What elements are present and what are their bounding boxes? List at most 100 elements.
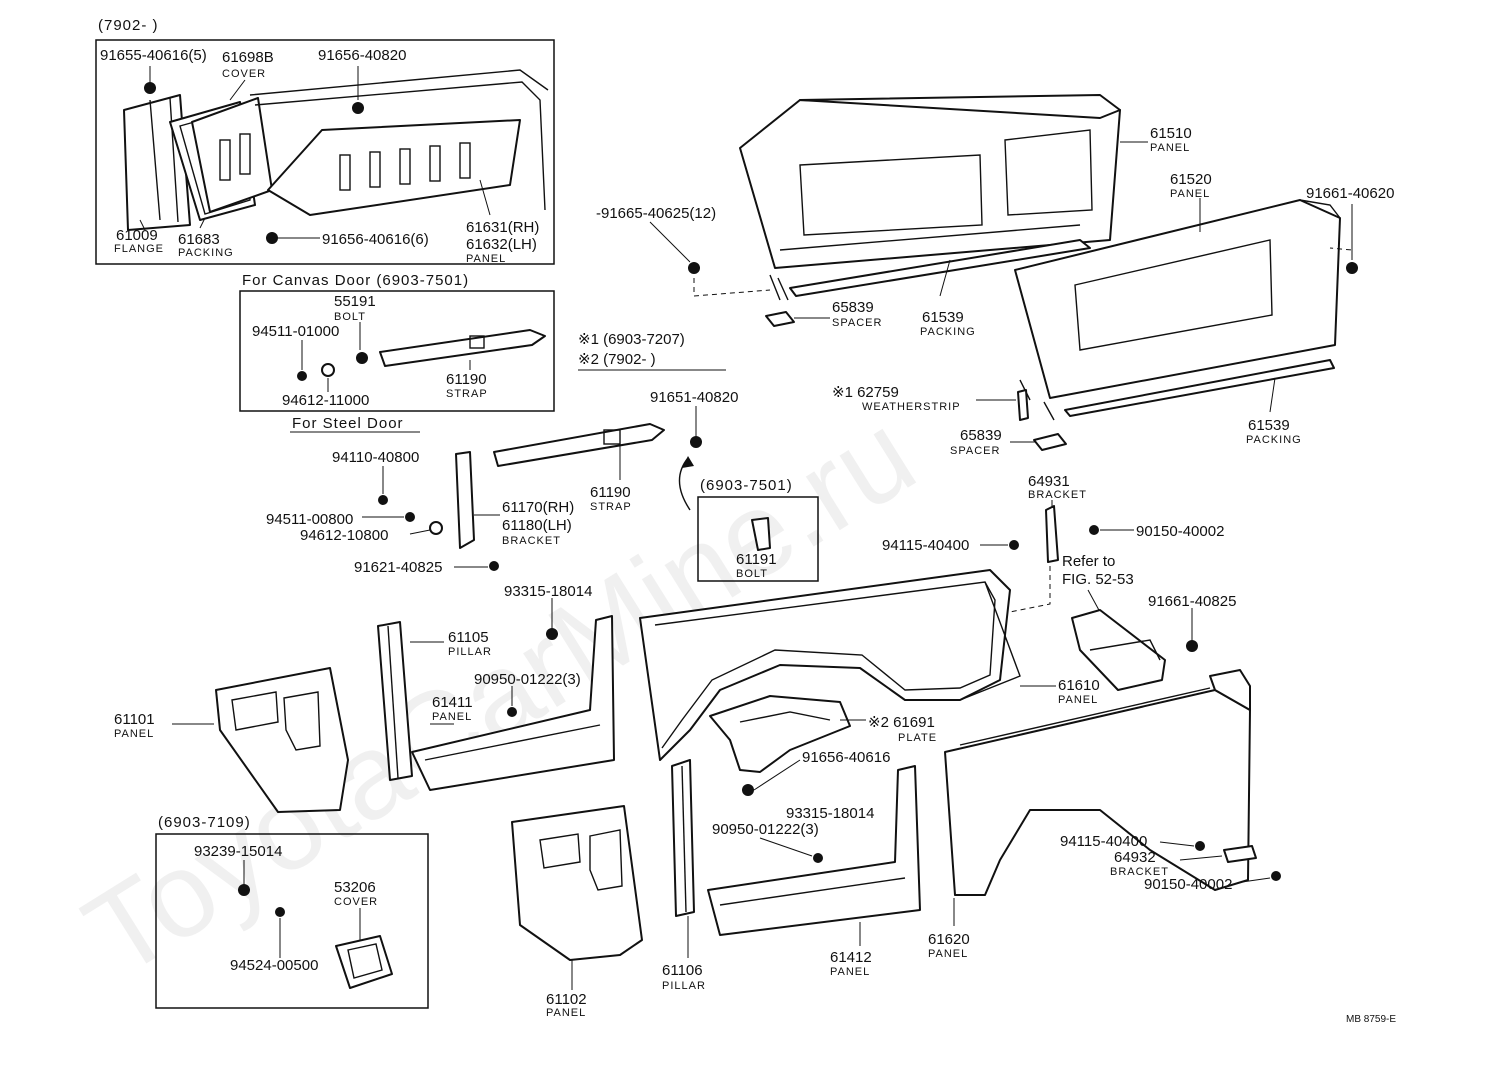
part-name-label: PANEL (114, 728, 154, 740)
period-label-top-left: (7902- ) (98, 17, 159, 34)
dashed-leader (1009, 566, 1051, 613)
part-number-label: 61683 (178, 231, 220, 248)
leader (1159, 841, 1195, 847)
part-name-label: SPACER (832, 317, 882, 329)
washer-94612-icon (321, 363, 335, 377)
part-name-label: COVER (222, 68, 266, 80)
bolt-55191-icon (356, 352, 368, 364)
pillar-61105-drawing (377, 621, 413, 781)
arrow-head (682, 456, 694, 468)
part-name-label: PACKING (1246, 434, 1302, 446)
part-number-label: 61180(LH) (502, 517, 572, 534)
part-name-label: PLATE (898, 732, 937, 744)
steel-door-header: For Steel Door (292, 415, 404, 432)
part-number-label: 90150-40002 (1136, 523, 1224, 540)
leader (649, 221, 691, 263)
part-name-label: BRACKET (1110, 866, 1169, 878)
bracket-61170-drawing (455, 451, 475, 549)
packing-61539-top-drawing (789, 239, 1091, 297)
part-name-label: PILLAR (448, 646, 492, 658)
leader (1269, 377, 1276, 413)
bolt-90150-a-icon (1089, 525, 1099, 535)
bolt-period-label: (6903-7501) (700, 477, 793, 494)
part-name-label: PANEL (830, 966, 870, 978)
part-number-label: 61632(LH) (466, 236, 537, 253)
bracket-64932-drawing (1223, 845, 1257, 863)
part-name-label: PANEL (1150, 142, 1190, 154)
leader (229, 79, 246, 101)
clip-90950-a-icon (507, 707, 517, 717)
nut-94115-a-icon (1009, 540, 1019, 550)
part-number-label: 61170(RH) (502, 499, 574, 516)
note-2: ※2 (7902- ) (578, 351, 656, 368)
bolt-91656-40820-icon (352, 102, 364, 114)
pillar-61106-drawing (671, 759, 695, 917)
canvas-door-box (239, 290, 555, 412)
part-number-label: 65839 (960, 427, 1002, 444)
part-number-label: 61190 (590, 484, 631, 501)
panel-61520-drawing (1014, 199, 1341, 421)
strap-61190-canvas-drawing (379, 329, 546, 367)
part-name-label: WEATHERSTRIP (862, 401, 961, 413)
panel-61412-drawing (707, 765, 921, 936)
bolt-90150-b-icon (1271, 871, 1281, 881)
leader (199, 217, 206, 229)
part-number-label: 61510 (1150, 125, 1192, 142)
nut-94115-b-icon (1195, 841, 1205, 851)
leader (479, 179, 491, 216)
cover-period-label: (6903-7109) (158, 814, 251, 831)
leader (1087, 589, 1101, 613)
bolt-91655-icon (144, 82, 156, 94)
bolt-93239-icon (238, 884, 250, 896)
part-number-label: 61520 (1170, 171, 1212, 188)
part-name-label: BOLT (334, 311, 366, 323)
part-number-label: 61101 (114, 711, 155, 728)
cover-53206-box (155, 833, 429, 1009)
part-number-label: 61631(RH) (466, 219, 539, 236)
part-number-label: 94612-10800 (300, 527, 388, 544)
spacer-65839-a-drawing (765, 311, 795, 327)
part-name-label: BOLT (736, 568, 768, 580)
cover-53206-drawing (335, 935, 393, 989)
leader (139, 219, 146, 231)
top-left-group-box (95, 39, 555, 265)
part-name-label: PANEL (928, 948, 968, 960)
part-number-label: 61412 (830, 949, 872, 966)
refer-figure-text: FIG. 52-53 (1062, 571, 1134, 588)
part-number-label: 93315-18014 (786, 805, 874, 822)
part-number-label: 61539 (1248, 417, 1290, 434)
bolt-91621-icon (489, 561, 499, 571)
part-number-label: ※1 62759 (832, 384, 899, 401)
refer-text: Refer to (1062, 553, 1115, 570)
part-number-label: 90950-01222(3) (712, 821, 819, 838)
nut-94524-icon (275, 907, 285, 917)
part-number-label: 61009 (116, 227, 158, 244)
document-code: MB 8759-E (1346, 1014, 1396, 1025)
part-number-label: 94511-00800 (266, 511, 353, 528)
dashed-leader (693, 278, 771, 297)
part-name-label: PANEL (1058, 694, 1098, 706)
bolt-61191-drawing (751, 517, 771, 551)
panel-61610-drawing (639, 569, 1021, 761)
part-number-label: 90150-40002 (1144, 876, 1232, 893)
part-name-label: SPACER (950, 445, 1000, 457)
part-name-label: PANEL (546, 1007, 586, 1019)
part-number-label: 94612-11000 (282, 392, 369, 409)
panel-61631-drawing (249, 69, 549, 216)
packing-61539-bottom-drawing (1064, 359, 1335, 417)
part-name-label: PANEL (432, 711, 472, 723)
part-number-label: 65839 (832, 299, 874, 316)
nut-94511-00800-icon (405, 512, 415, 522)
part-number-label: 61102 (546, 991, 587, 1008)
part-name-label: PACKING (178, 247, 234, 259)
part-number-label: 55191 (334, 293, 376, 310)
clip-90950-b-icon (813, 853, 823, 863)
part-number-label: 94110-40800 (332, 449, 419, 466)
part-number-label: 91656-40616 (802, 749, 890, 766)
part-number-label: 61106 (662, 962, 703, 979)
part-number-label: 91661-40620 (1306, 185, 1394, 202)
bracket-step-drawing (1071, 609, 1166, 691)
part-name-label: BRACKET (1028, 489, 1087, 501)
flange-61009-drawing (123, 94, 191, 231)
